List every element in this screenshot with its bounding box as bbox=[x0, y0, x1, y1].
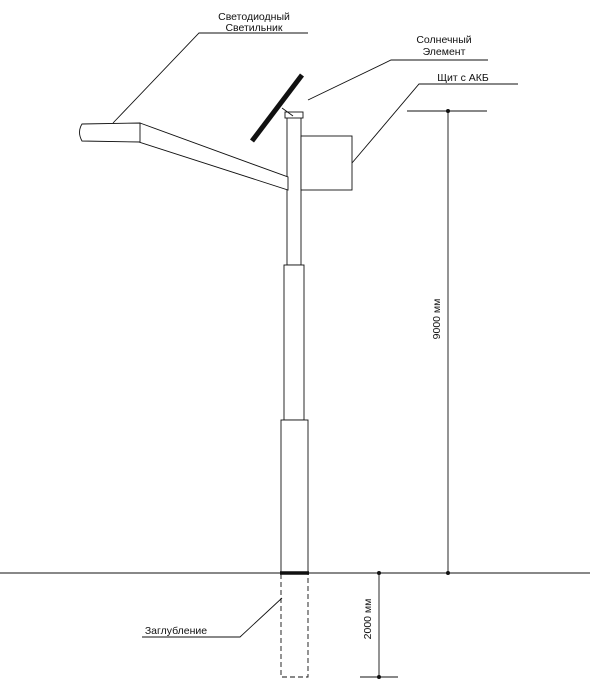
pole-middle-section bbox=[283, 264, 305, 421]
pole-cap bbox=[284, 111, 304, 119]
pole-upper-section bbox=[286, 114, 302, 266]
pole-lower-section bbox=[280, 419, 309, 574]
leader-lamp bbox=[112, 32, 308, 124]
leader-depth bbox=[142, 597, 283, 638]
depth-label: Заглубление bbox=[145, 625, 207, 637]
battery-label: Щит с АКБ bbox=[437, 72, 489, 84]
dim-2000-label: 2000 мм bbox=[362, 599, 374, 640]
solar-label-line2: Элемент bbox=[423, 46, 466, 58]
battery-box bbox=[300, 135, 353, 191]
lamp-label-line1: Светодиодный bbox=[218, 11, 290, 23]
dim-2000-top-dot bbox=[377, 571, 381, 575]
lamp-head bbox=[79, 122, 141, 143]
solar-label-line1: Солнечный bbox=[416, 34, 471, 46]
lamp-arm bbox=[138, 122, 289, 191]
dim-9000-top-dot bbox=[446, 109, 450, 113]
dim-9000-bottom-dot bbox=[446, 571, 450, 575]
solar-panel bbox=[250, 73, 304, 143]
pole-underground bbox=[280, 572, 309, 678]
dim-9000-label: 9000 мм bbox=[431, 299, 443, 340]
leader-solar bbox=[307, 59, 488, 101]
solar-bracket bbox=[281, 107, 294, 117]
leader-battery bbox=[351, 83, 518, 164]
dim-2000-bottom-dot bbox=[377, 675, 381, 679]
lamp-label-line2: Светильник bbox=[225, 22, 282, 34]
